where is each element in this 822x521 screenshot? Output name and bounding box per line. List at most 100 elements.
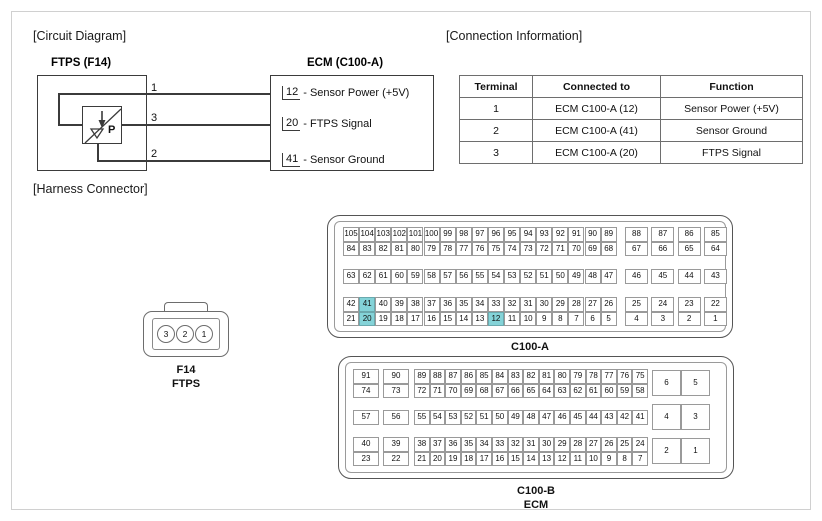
c100b-pin-86: 86 [460, 369, 477, 384]
c100a-pin-42: 42 [343, 297, 360, 312]
c100b-pin-9: 9 [601, 451, 617, 466]
c100a-pin-37: 37 [423, 297, 440, 312]
ecm-pin-row-20: 20 - FTPS Signal [282, 117, 372, 131]
c100a-pin-3: 3 [651, 311, 675, 326]
c100a-pin-2: 2 [677, 311, 701, 326]
c100a-pin-14: 14 [455, 311, 472, 326]
c100b-pin-27: 27 [585, 437, 602, 452]
c100a-pin-38: 38 [407, 297, 424, 312]
wire-pin2-drop [97, 143, 99, 161]
c100a-pin-11: 11 [504, 311, 521, 326]
c100a-pin-33: 33 [487, 297, 504, 312]
c100b-pin-24: 24 [632, 437, 648, 452]
c100a-pin-86: 86 [677, 227, 701, 242]
ecm-pin-label-20: - FTPS Signal [303, 118, 372, 130]
circuit-diagram-title: [Circuit Diagram] [33, 29, 127, 43]
c100b-pin-61: 61 [585, 383, 602, 398]
c100a-pin-15: 15 [439, 311, 456, 326]
wire-pin2 [97, 160, 270, 162]
c100b-pin-58: 58 [632, 383, 648, 398]
c100b-caption-line1: C100-B [517, 485, 555, 497]
c100b-pin-44: 44 [585, 410, 602, 425]
c100b-pin-84: 84 [492, 369, 508, 384]
c100a-pin-74: 74 [504, 241, 521, 256]
c100a-pin-24: 24 [651, 297, 675, 312]
c100a-pin-53: 53 [504, 269, 521, 284]
c100b-pin-36: 36 [445, 437, 461, 452]
c100b-pin-38: 38 [414, 437, 430, 452]
c100b-pin-70: 70 [445, 383, 461, 398]
c100a-pin-54: 54 [487, 269, 504, 284]
c100a-pin-28: 28 [568, 297, 585, 312]
c100b-pin-10: 10 [585, 451, 602, 466]
c100b-pin-68: 68 [476, 383, 492, 398]
c100b-pin-71: 71 [429, 383, 446, 398]
c100b-pin-16: 16 [492, 451, 508, 466]
c100b-pin-80: 80 [554, 369, 570, 384]
ecm-pin-row-41: 41 - Sensor Ground [282, 153, 385, 167]
cell-terminal: 2 [459, 119, 533, 142]
c100a-pin-59: 59 [407, 269, 424, 284]
c100b-pin-18: 18 [460, 451, 477, 466]
wire-pin1-drop [58, 93, 60, 125]
c100b-pin-23: 23 [353, 451, 379, 466]
c100a-pin-93: 93 [536, 227, 553, 242]
c100a-pin-85: 85 [703, 227, 727, 242]
c100a-pin-30: 30 [536, 297, 553, 312]
c100b-pin-22: 22 [383, 451, 409, 466]
c100a-pin-68: 68 [600, 241, 617, 256]
c100a-pin-55: 55 [471, 269, 488, 284]
c100a-pin-101: 101 [407, 227, 424, 242]
c100b-pin-46: 46 [554, 410, 570, 425]
c100a-pin-56: 56 [455, 269, 472, 284]
svg-text:P: P [108, 124, 115, 136]
c100a-pin-21: 21 [343, 311, 360, 326]
ecm-block-title: ECM (C100-A) [307, 57, 384, 69]
c100a-pin-79: 79 [423, 241, 440, 256]
c100a-pin-18: 18 [391, 311, 408, 326]
ecm-pin-label-12: - Sensor Power (+5V) [303, 87, 410, 99]
c100b-pin-91: 91 [353, 369, 379, 384]
c100b-pin-21: 21 [414, 451, 430, 466]
c100a-pin-58: 58 [423, 269, 440, 284]
c100a-pin-34: 34 [471, 297, 488, 312]
c100b-pin-20: 20 [429, 451, 446, 466]
c100b-pin-31: 31 [523, 437, 539, 452]
f14-pin-1: 1 [195, 325, 213, 343]
f14-pin-2: 2 [176, 325, 194, 343]
c100b-pin-48: 48 [523, 410, 539, 425]
c100a-pin-70: 70 [568, 241, 585, 256]
c100b-pin-6: 6 [652, 370, 681, 396]
c100b-pin-82: 82 [523, 369, 539, 384]
c100a-pin-20: 20 [359, 311, 376, 326]
c100a-pin-39: 39 [391, 297, 408, 312]
c100a-pin-82: 82 [375, 241, 392, 256]
c100a-pin-66: 66 [651, 241, 675, 256]
c100b-pin-53: 53 [445, 410, 461, 425]
c100b-pin-3: 3 [681, 404, 710, 430]
c100a-pin-22: 22 [703, 297, 727, 312]
c100a-pin-6: 6 [584, 311, 601, 326]
c100b-pin-81: 81 [538, 369, 555, 384]
ecm-pin-number-41: 41 [282, 153, 301, 167]
wire-pin1 [58, 93, 270, 95]
table-row: 2 ECM C100-A (41) Sensor Ground [459, 119, 803, 142]
c100b-pin-37: 37 [429, 437, 446, 452]
c100b-pin-15: 15 [507, 451, 524, 466]
ftps-pin-1: 1 [151, 82, 158, 94]
c100b-pin-26: 26 [601, 437, 617, 452]
table-row: 1 ECM C100-A (12) Sensor Power (+5V) [459, 97, 803, 120]
c100a-pin-96: 96 [487, 227, 504, 242]
c100a-pin-13: 13 [471, 311, 488, 326]
c100b-pin-35: 35 [460, 437, 477, 452]
cell-terminal: 1 [459, 97, 533, 120]
wire-pin3 [121, 124, 270, 126]
c100b-pin-13: 13 [538, 451, 555, 466]
c100a-pin-35: 35 [455, 297, 472, 312]
c100a-pin-48: 48 [584, 269, 601, 284]
c100a-pin-43: 43 [703, 269, 727, 284]
c100a-pin-67: 67 [625, 241, 648, 256]
c100b-pin-40: 40 [353, 437, 379, 452]
c100a-pin-104: 104 [359, 227, 376, 242]
ecm-block [270, 75, 434, 171]
